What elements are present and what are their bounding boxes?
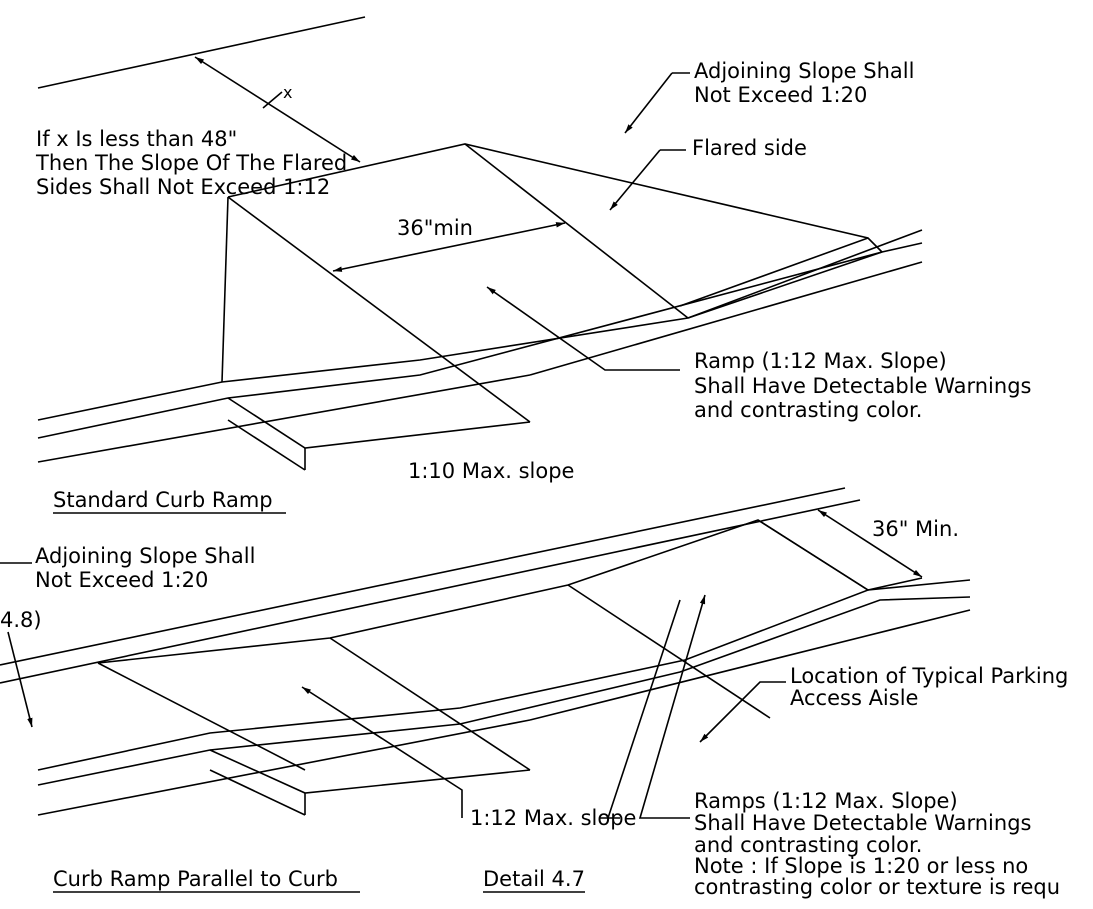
flare-bottom-edge [687, 251, 883, 319]
ramp-right-diagonal [464, 143, 689, 319]
parallel-curb-ramp-figure: Adjoining Slope Shall Not Exceed 1:20 4.… [0, 487, 1068, 899]
detail-label: Detail 4.7 [483, 867, 585, 891]
x-note-line-2: Then The Slope Of The Flared [35, 151, 347, 175]
adjoining-leader [624, 72, 673, 134]
gutter-line-2 [37, 596, 971, 786]
standard-curb-ramp-figure: If x Is less than 48" Then The Slope Of … [35, 16, 1031, 514]
x-tick [262, 91, 283, 109]
gutter-line-3 [37, 719, 531, 816]
x-dimension-arrow [194, 56, 361, 163]
ramp-note-line-2: Shall Have Detectable Warnings [694, 374, 1031, 398]
width-dimension-arrow [332, 222, 566, 272]
width-label: 36"min [397, 216, 473, 240]
ramp-note-line-3: and contrasting color. [694, 398, 922, 422]
sidewalk-edge-2 [0, 499, 861, 684]
curb-line-1 [37, 229, 923, 421]
right-ramp-edge [757, 519, 869, 591]
top-boundary-line [37, 16, 366, 89]
ramps-note-line-2: Shall Have Detectable Warnings [694, 811, 1031, 835]
left-ramp-edge [97, 662, 306, 771]
flared-side-label: Flared side [692, 136, 807, 160]
parallel-caption: Curb Ramp Parallel to Curb [53, 867, 338, 891]
ramp-left-diagonal [227, 196, 531, 423]
gutter-line-1 [37, 579, 971, 771]
apron-bottom [227, 419, 306, 471]
parking-line-2: Access Aisle [790, 686, 918, 710]
x-note-line-1: If x Is less than 48" [36, 127, 237, 151]
min-width-label: 36" Min. [872, 517, 959, 541]
landing-left-line [329, 637, 531, 771]
parking-line-1: Location of Typical Parking [790, 664, 1068, 688]
adjoining-line-2: Not Exceed 1:20 [694, 83, 867, 107]
ramps-leader-inner [607, 599, 681, 819]
flared-leader [609, 149, 661, 211]
apron-outline [227, 397, 531, 449]
ramps-note-line-1: Ramps (1:12 Max. Slope) [694, 789, 958, 813]
adjoining-line-1: Adjoining Slope Shall [694, 59, 914, 83]
gutter-line-4 [529, 609, 971, 721]
parking-leader [699, 681, 786, 743]
adjoining-2-line-1: Adjoining Slope Shall [35, 544, 255, 568]
ramp-leader [486, 286, 680, 371]
bottom-slope-label: 1:12 Max. slope [470, 806, 636, 830]
slope-leader [301, 686, 463, 818]
standard-caption: Standard Curb Ramp [53, 488, 273, 512]
flare-bottom-edge-2 [679, 237, 869, 307]
fragment-label: 4.8) [0, 608, 42, 632]
ramps-leader-left [638, 594, 706, 819]
landing-right-line [567, 584, 771, 719]
ramps-note-line-4: Note : If Slope is 1:20 or less no [694, 854, 1028, 878]
adjoining-2-line-2: Not Exceed 1:20 [35, 568, 208, 592]
top-slope-label: 1:10 Max. slope [408, 459, 574, 483]
flared-side-outline [227, 143, 883, 253]
bottom-apron-bottom [209, 769, 306, 816]
ramps-note-line-5: contrasting color or texture is requ [694, 875, 1060, 899]
curb-line-3 [37, 374, 531, 463]
x-note-line-3: Sides Shall Not Exceed 1:12 [36, 175, 330, 199]
curb-line-2 [37, 242, 923, 439]
ramp-left-edge [221, 196, 229, 383]
ramp-top-outline [97, 519, 923, 664]
x-symbol: x [283, 83, 292, 102]
curb-line-4 [529, 261, 923, 376]
bottom-apron-outline [209, 749, 531, 794]
min-width-arrow [817, 509, 923, 578]
ramp-note-line-1: Ramp (1:12 Max. Slope) [694, 349, 947, 373]
fragment-leader [7, 631, 33, 728]
ramps-note-line-3: and contrasting color. [694, 833, 922, 857]
sidewalk-edge-1 [0, 487, 846, 666]
